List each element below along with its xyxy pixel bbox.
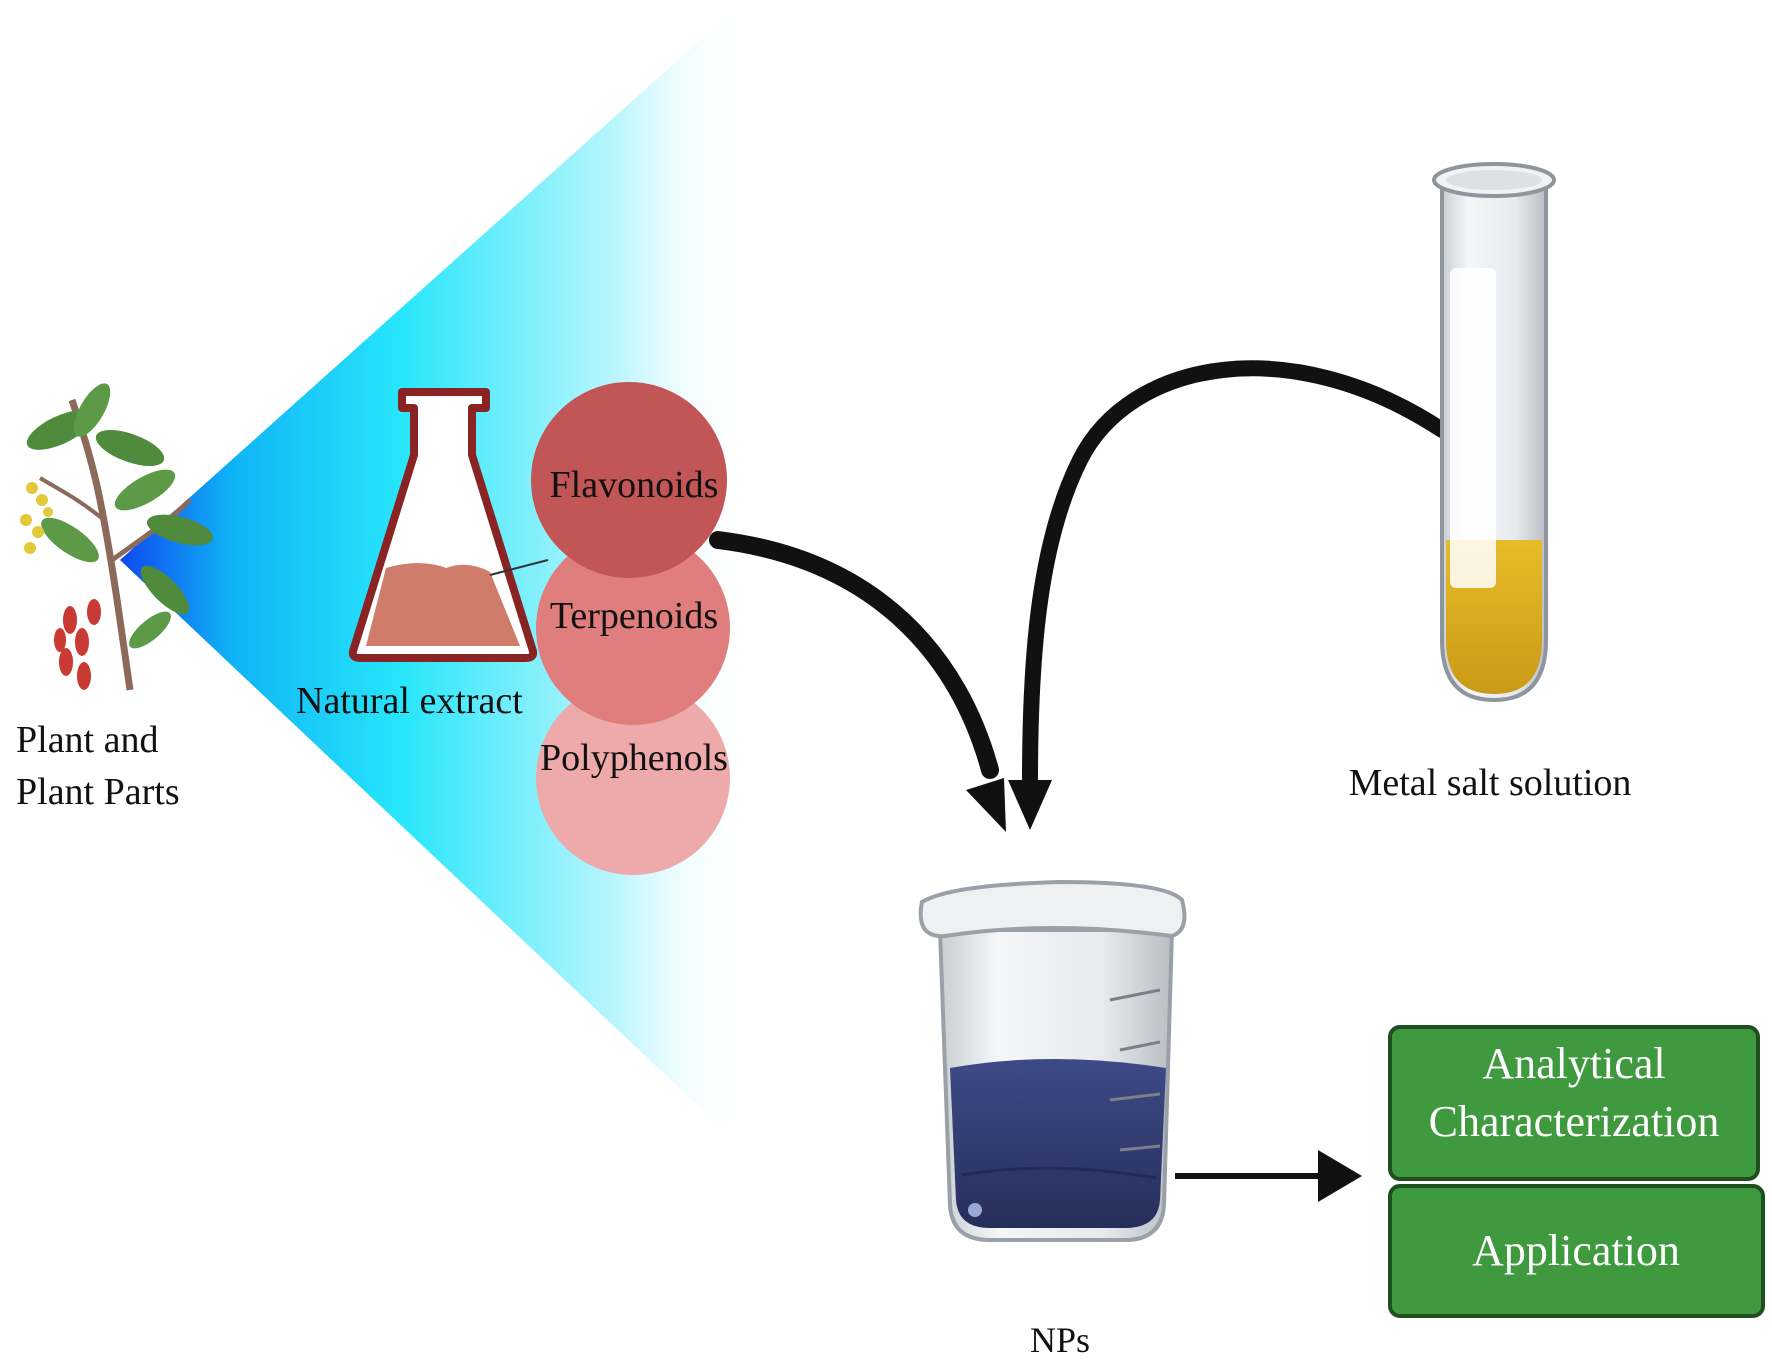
- plant-label-line2: Plant Parts: [16, 771, 180, 813]
- natural-extract-label: Natural extract: [296, 680, 523, 722]
- flavonoids-label: Flavonoids: [550, 464, 719, 506]
- polyphenols-label: Polyphenols: [540, 737, 728, 779]
- application-box: [1388, 1184, 1765, 1318]
- erlenmeyer-flask-icon: [348, 388, 549, 662]
- test-tube-icon: [1432, 162, 1556, 703]
- beaker-icon: [918, 879, 1187, 1242]
- analytical-characterization-box: [1388, 1025, 1760, 1181]
- terpenoids-circle: [536, 531, 730, 725]
- analytical-label-line2: Characterization: [1429, 1097, 1720, 1146]
- nps-label: NPs: [1030, 1320, 1090, 1360]
- arrow-extract-to-nps: [709, 531, 999, 779]
- plant-branch-icon: [20, 383, 214, 691]
- application-label: Application: [1472, 1226, 1680, 1275]
- arrow-nps-head: [1318, 1150, 1362, 1202]
- metal-salt-label: Metal salt solution: [1349, 762, 1632, 804]
- polyphenols-circle: [536, 681, 730, 875]
- arrow-metal-head: [1008, 780, 1052, 830]
- arrow-metal-to-nps: [1022, 360, 1450, 788]
- flavonoids-circle: [531, 382, 727, 578]
- terpenoids-label: Terpenoids: [550, 595, 718, 637]
- analytical-label-line1: Analytical: [1482, 1039, 1665, 1088]
- plant-label-line1: Plant and: [16, 719, 158, 761]
- arrow-extract-head: [966, 778, 1006, 832]
